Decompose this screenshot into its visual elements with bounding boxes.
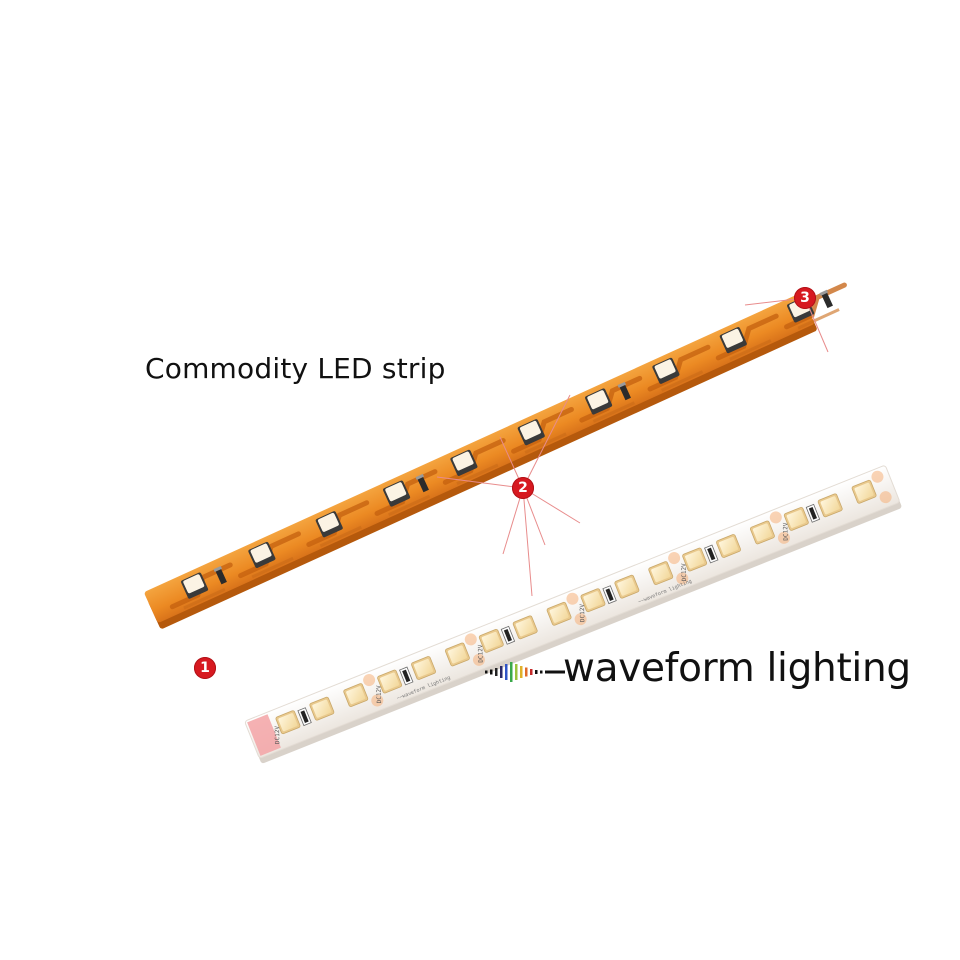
orange-led-chip [517, 419, 545, 446]
white-led-chip [377, 669, 403, 694]
white-resistor [297, 707, 312, 727]
white-led-chip [749, 520, 775, 545]
voltage-marking: DC12V [477, 644, 485, 663]
waveform-led-strip: DC12VDC12VDC12VDC12VDC12VDC12V~~waveform… [244, 465, 902, 764]
commodity-strip-caption: Commodity LED strip [145, 352, 446, 385]
white-led-chip [512, 615, 538, 640]
voltage-marking: DC12V [579, 603, 587, 622]
white-led-chip [851, 479, 877, 504]
white-resistor [602, 585, 617, 605]
voltage-marking: DC12V [274, 725, 282, 744]
white-led-chip [444, 642, 470, 667]
white-led-chip [309, 696, 335, 721]
waveform-bars-icon [485, 662, 565, 682]
orange-resistor [213, 565, 227, 585]
orange-resistor [819, 289, 833, 309]
orange-resistor [617, 381, 631, 401]
white-led-chip [546, 601, 572, 626]
orange-led-chip [181, 572, 209, 599]
white-resistor [500, 625, 516, 645]
white-led-chip [716, 534, 741, 558]
white-strip-components: DC12VDC12VDC12VDC12VDC12VDC12V~~waveform… [274, 470, 892, 744]
orange-resistor [415, 473, 429, 493]
white-led-chip [275, 710, 301, 735]
orange-strip-body [144, 293, 814, 623]
voltage-marking: DC12V [681, 563, 689, 582]
brand-name: waveform lighting [563, 646, 911, 691]
white-led-chip [682, 547, 708, 572]
white-led-chip [648, 561, 674, 585]
commodity-led-strip [144, 282, 847, 629]
orange-led-chip [248, 541, 276, 568]
leader-lines [436, 297, 829, 597]
solder-pad-end [247, 714, 281, 756]
white-led-chip [580, 588, 606, 613]
callout-3: 3 [794, 287, 816, 309]
callout-1: 1 [194, 657, 216, 679]
orange-led-chip [719, 327, 747, 354]
orange-led-chip [450, 449, 478, 476]
brand-logo: waveform lighting [483, 648, 911, 688]
white-led-chip [343, 683, 369, 707]
voltage-marking: DC12V [782, 522, 790, 541]
white-resistor [805, 503, 821, 523]
callout-2: 2 [512, 477, 534, 499]
orange-led-chip [652, 357, 680, 384]
orange-led-chip [315, 511, 343, 538]
white-led-chip [817, 493, 843, 518]
white-led-chip [614, 574, 640, 599]
white-led-chip [478, 629, 504, 653]
orange-led-chip [383, 480, 411, 507]
orange-led-chip [585, 388, 613, 415]
white-resistor [399, 666, 414, 686]
white-led-chip [783, 507, 809, 531]
white-led-chip [411, 656, 436, 680]
white-resistor [704, 544, 719, 564]
voltage-marking: DC12V [376, 685, 384, 704]
